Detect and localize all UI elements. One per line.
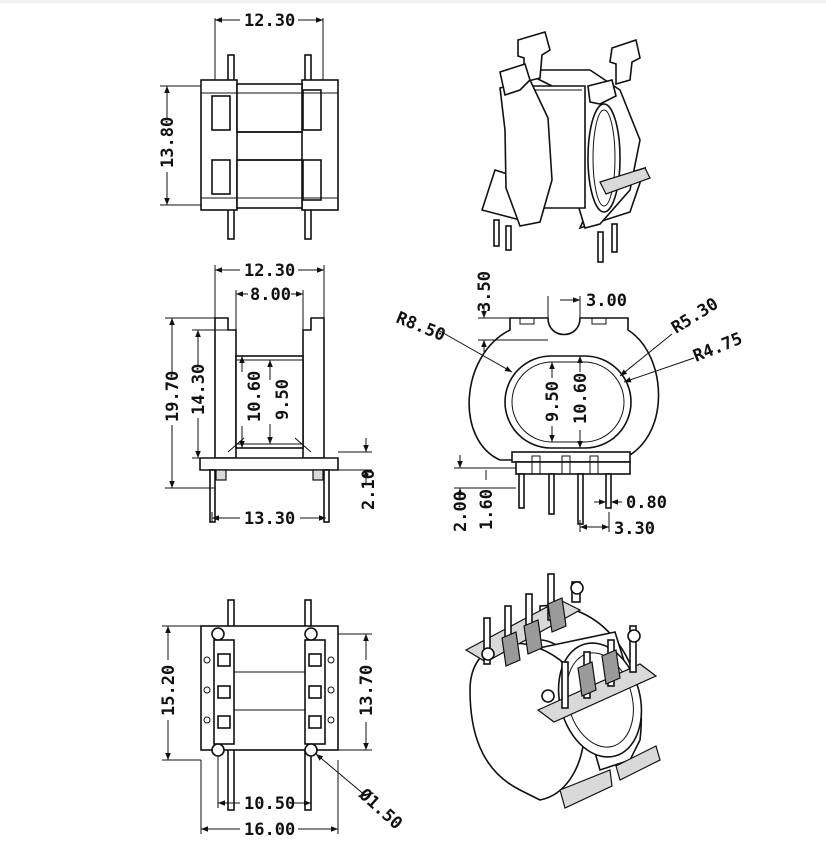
bottom-view: 15.20 13.70 10.50 16.00 Ø1.50 <box>159 599 406 840</box>
dim-bottom-inner-height: 13.70 <box>357 665 377 716</box>
dim-side-slot-height: 3.50 <box>475 271 495 312</box>
dim-side-outer-radius: R8.50 <box>393 308 448 346</box>
front-view: 12.30 8.00 19.70 14.30 10.60 9.50 2.10 1… <box>163 261 379 529</box>
top-view: 12.30 13.80 <box>158 11 339 240</box>
dim-side-pin-pitch: 3.30 <box>614 519 655 539</box>
dim-side-radius-a: R5.30 <box>668 294 722 338</box>
dim-front-window-inner: 9.50 <box>273 379 293 420</box>
dim-front-width: 12.30 <box>244 261 295 281</box>
dim-bottom-hole: Ø1.50 <box>354 784 406 834</box>
dim-front-pin-span: 13.30 <box>244 509 295 529</box>
iso-view-top <box>480 31 651 263</box>
side-view: 3.50 3.00 R8.50 R5.30 R4.75 9.50 10.60 2… <box>393 271 745 539</box>
dim-side-pin-width: 0.80 <box>626 493 667 513</box>
dim-side-window-inner: 9.50 <box>543 381 563 422</box>
dim-side-radius-b: R4.75 <box>690 329 745 367</box>
dim-bottom-total-width: 16.00 <box>244 820 295 840</box>
dim-front-inner-width: 8.00 <box>250 285 291 305</box>
dim-side-base-a: 2.00 <box>451 491 471 532</box>
dim-side-base-b: 1.60 <box>477 489 497 530</box>
dim-front-body-height: 14.30 <box>189 364 209 415</box>
dim-front-pin-length: 2.10 <box>359 469 379 510</box>
dim-top-height: 13.80 <box>158 117 178 168</box>
top-border <box>0 0 826 3</box>
dim-side-window-outer: 10.60 <box>571 373 591 424</box>
dim-front-total-height: 19.70 <box>163 371 183 422</box>
dim-side-slot-width: 3.00 <box>586 291 627 311</box>
dim-top-width: 12.30 <box>244 11 295 31</box>
dim-bottom-height: 15.20 <box>159 665 179 716</box>
dim-front-window-outer: 10.60 <box>245 371 265 422</box>
dim-bottom-pin-span: 10.50 <box>244 794 295 814</box>
iso-view-bottom <box>464 573 661 809</box>
